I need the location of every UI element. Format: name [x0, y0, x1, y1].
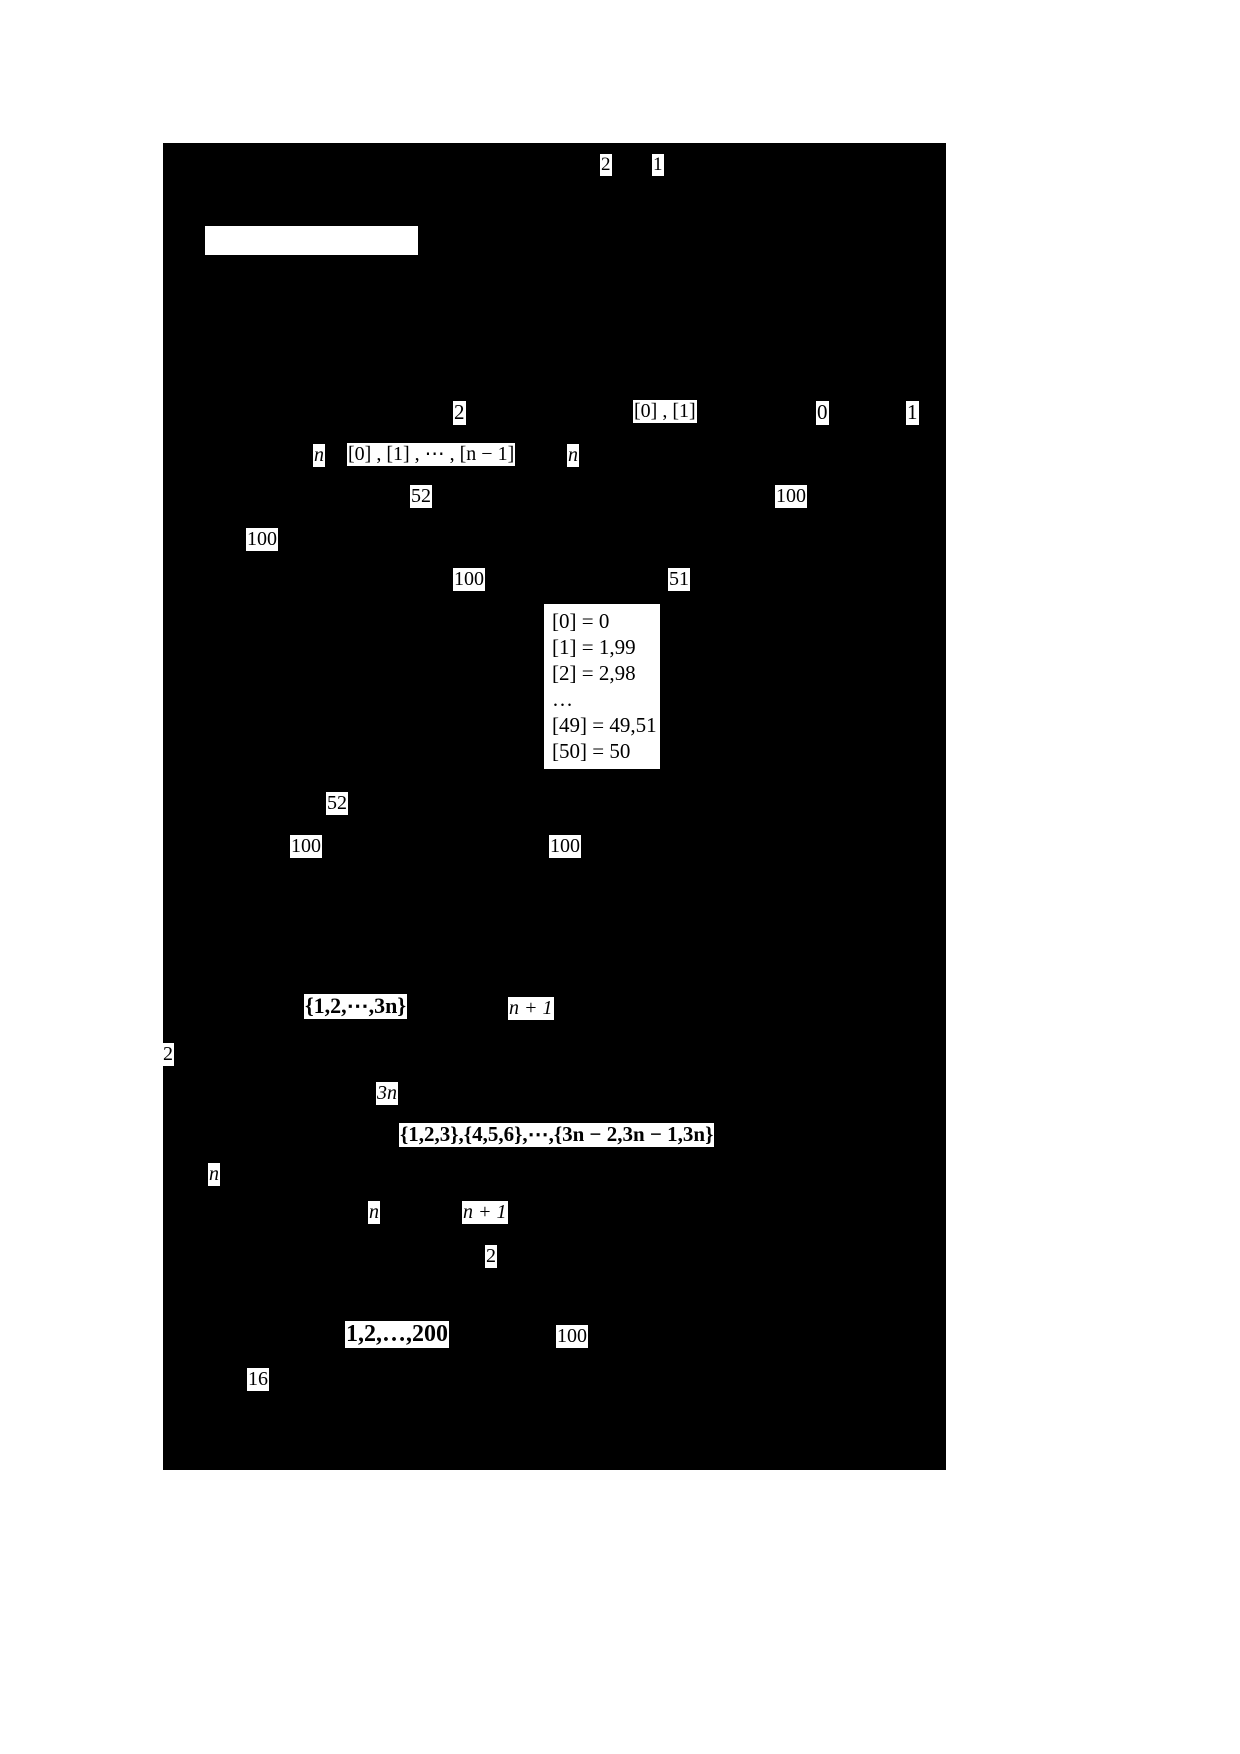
math-fragment-n-plus-1-b: n + 1	[462, 1201, 508, 1224]
equation-line: [49] = 49,51	[552, 713, 657, 737]
math-fragment-zero: 0	[816, 400, 829, 425]
math-fragment-100-f: 100	[556, 1325, 588, 1348]
math-fragment-16: 16	[247, 1368, 269, 1391]
math-fragment-zero-one-pair: [0] , [1]	[633, 400, 697, 423]
equation-line: [0] = 0	[552, 609, 610, 633]
equation-line: [2] = 2,98	[552, 661, 636, 685]
page-body: 2 1 2 [0] , [1] 0 1 n [0] , [1] , ⋯ , [n…	[163, 143, 946, 1470]
display-equation-block: [0] = 0 [1] = 1,99 [2] = 2,98 … [49] = 4…	[544, 604, 660, 769]
equation-line: [1] = 1,99	[552, 635, 636, 659]
math-fragment-n-mid: n	[368, 1201, 380, 1224]
math-fragment-n-plus-1-a: n + 1	[508, 997, 554, 1020]
math-fragment-header-1: 1	[652, 154, 664, 176]
math-fragment-n-left: n	[313, 444, 325, 467]
math-fragment-2: 2	[453, 400, 466, 425]
math-fragment-2-margin: 2	[163, 1043, 174, 1066]
math-fragment-header-2: 2	[600, 154, 612, 176]
math-fragment-set-1-to-3n: {1,2,⋯,3n}	[304, 993, 408, 1019]
math-fragment-3n: 3n	[376, 1082, 398, 1105]
math-fragment-one: 1	[906, 400, 919, 425]
math-fragment-sequence: [0] , [1] , ⋯ , [n − 1]	[347, 443, 516, 466]
math-fragment-100-a: 100	[775, 485, 807, 508]
heading-bar	[205, 226, 418, 255]
equation-line-ellipsis: …	[552, 687, 575, 711]
math-fragment-100-d: 100	[290, 835, 322, 858]
math-fragment-1-to-200: 1,2,…,200	[345, 1321, 449, 1348]
math-fragment-n-right: n	[567, 444, 579, 467]
math-fragment-n-margin: n	[208, 1163, 220, 1186]
equation-line: [50] = 50	[552, 739, 631, 763]
math-fragment-51: 51	[668, 568, 690, 591]
math-fragment-100-e: 100	[549, 835, 581, 858]
math-fragment-partition: {1,2,3},{4,5,6},⋯,{3n − 2,3n − 1,3n}	[399, 1122, 715, 1147]
math-fragment-100-c: 100	[453, 568, 485, 591]
math-fragment-100-b: 100	[246, 528, 278, 551]
math-fragment-2-b: 2	[485, 1245, 497, 1268]
math-fragment-52-a: 52	[410, 485, 432, 508]
math-fragment-52-b: 52	[326, 792, 348, 815]
